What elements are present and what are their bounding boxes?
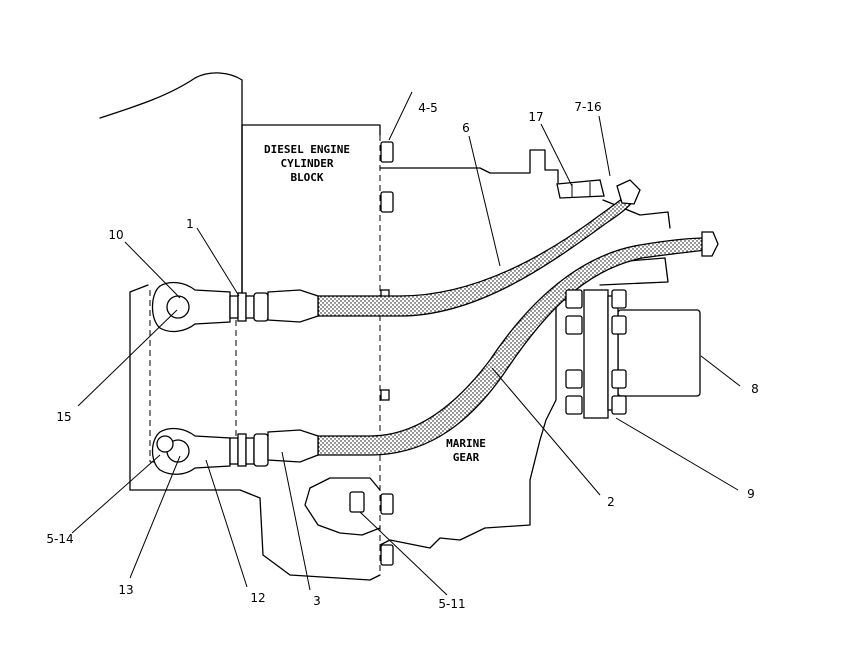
coupling-segment xyxy=(237,433,247,467)
bolt xyxy=(380,544,394,566)
engine-label-line1: DIESEL ENGINE xyxy=(264,143,350,156)
callout-12: 12 xyxy=(250,591,265,605)
gear-label-line1: MARINE xyxy=(446,437,486,450)
gear-label-line2: GEAR xyxy=(453,451,480,464)
coupling-segment xyxy=(253,292,269,322)
bolt xyxy=(380,389,390,401)
coupling-segment xyxy=(237,292,247,322)
callout-2: 2 xyxy=(607,495,615,509)
oil-cooler xyxy=(565,289,701,419)
coupling-segment xyxy=(245,437,255,465)
flange-bolt-hole xyxy=(166,295,190,319)
coupling-segment xyxy=(253,433,269,467)
flange-bolt xyxy=(565,369,583,389)
cylinder-block-boundary xyxy=(149,135,381,575)
upper-flange-assembly xyxy=(151,281,319,333)
upper-hose xyxy=(317,179,641,317)
callout-8: 8 xyxy=(751,382,759,396)
callout-6: 6 xyxy=(462,121,470,135)
bolt xyxy=(380,141,394,163)
bolt xyxy=(380,191,394,213)
gear-label: MARINE GEAR xyxy=(446,437,486,464)
callout-5-14: 5-14 xyxy=(46,532,73,546)
cooler-flange-plate xyxy=(607,295,619,411)
swivel-nut xyxy=(267,289,319,323)
flange-bolt xyxy=(565,289,583,309)
engine-label-line2: CYLINDER xyxy=(281,157,334,170)
cooler-flange xyxy=(583,289,609,419)
callout-15: 15 xyxy=(56,410,71,424)
flange-bolt xyxy=(611,395,627,415)
callout-10: 10 xyxy=(108,228,123,242)
callout-4-5: 4-5 xyxy=(418,101,438,115)
callout-17: 17 xyxy=(528,110,543,124)
engine-label-line3: BLOCK xyxy=(290,171,323,184)
callout-7-16: 7-16 xyxy=(574,100,601,114)
coupling-segment xyxy=(245,295,255,319)
upper-hose-end-fitting xyxy=(616,179,641,205)
lower-hose xyxy=(317,231,719,456)
engine-outline xyxy=(99,72,381,581)
leader-lines xyxy=(71,91,741,596)
flange-bolt-hole xyxy=(156,435,174,453)
engine-label: DIESEL ENGINE CYLINDER BLOCK xyxy=(264,143,350,184)
flange-bolt xyxy=(611,289,627,309)
mounting-bolts xyxy=(349,141,394,566)
swivel-nut xyxy=(267,429,319,463)
callout-13: 13 xyxy=(118,583,133,597)
adapter-fitting xyxy=(556,179,605,199)
callout-9: 9 xyxy=(747,487,755,501)
callout-1: 1 xyxy=(186,217,194,231)
lower-flange-assembly xyxy=(151,427,319,475)
coupling-segment xyxy=(229,295,239,319)
callout-5-11: 5-11 xyxy=(438,597,465,611)
callout-3: 3 xyxy=(313,594,321,608)
flange-bolt xyxy=(565,395,583,415)
bolt xyxy=(380,493,394,515)
flange-bolt xyxy=(565,315,583,335)
lower-hose-end-fitting xyxy=(701,231,719,257)
coupling-segment xyxy=(229,437,239,465)
flange-bolt xyxy=(611,315,627,335)
bolt xyxy=(349,491,365,513)
flange-bolt xyxy=(611,369,627,389)
callout-numbers: 4-5 6 17 7-16 10 1 8 15 9 2 5-14 13 12 3… xyxy=(46,100,758,611)
